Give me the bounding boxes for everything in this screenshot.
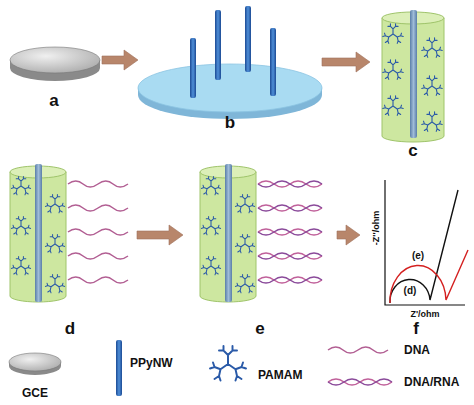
dna-strand xyxy=(68,253,128,259)
dna-strand xyxy=(68,205,128,211)
legend-text: PAMAM xyxy=(258,368,302,382)
dendrimer-symbol xyxy=(201,216,220,234)
duplex-strand xyxy=(258,253,322,259)
dendrimer-symbol xyxy=(422,76,442,96)
duplex-strand xyxy=(258,229,322,235)
dna-strand xyxy=(68,181,128,187)
duplex-strand xyxy=(258,229,322,235)
dendrimer-symbol xyxy=(235,274,254,292)
legend-dna xyxy=(328,347,388,353)
nanowire-rod xyxy=(245,6,251,72)
dendrimer-symbol xyxy=(235,194,254,212)
dendrimer-symbol xyxy=(45,194,64,212)
nanowire-rod xyxy=(270,28,276,96)
dendrimer-symbol xyxy=(422,38,442,58)
dendrimer-symbol xyxy=(45,274,64,292)
axis-label: -Z''/ohm xyxy=(371,211,382,245)
legend-text: PPyNW xyxy=(130,356,173,370)
dendrimer-symbol xyxy=(201,176,220,194)
dendrimer-symbol xyxy=(235,234,254,252)
duplex-strand xyxy=(258,205,322,211)
step-arrow xyxy=(322,52,370,72)
nanowire-core xyxy=(225,164,232,302)
step-letter: e xyxy=(255,320,264,338)
curve-label: (e) xyxy=(412,250,424,262)
nanowire-core xyxy=(410,10,417,138)
dendrimer-symbol xyxy=(11,176,30,194)
dendrimer-symbol xyxy=(422,112,442,132)
step-arrow xyxy=(137,225,183,245)
legend-text: GCE xyxy=(22,386,48,400)
electrode-face xyxy=(10,47,100,73)
dendrimer-symbol xyxy=(201,256,220,274)
legend-text: DNA/RNA xyxy=(404,375,459,389)
step-letter: b xyxy=(225,114,235,132)
impedance-curve xyxy=(390,250,468,303)
axis-label: Z'/ohm xyxy=(410,309,439,320)
dendrimer-symbol xyxy=(45,234,64,252)
dendrimer-symbol xyxy=(11,216,30,234)
legend-nanowire xyxy=(116,340,122,396)
duplex-group xyxy=(258,181,322,283)
duplex-strand xyxy=(258,181,322,187)
step-letter: f xyxy=(413,320,419,338)
step-letter: a xyxy=(49,92,58,110)
nanowire-rod xyxy=(190,38,196,98)
legend-duplex xyxy=(328,379,392,385)
dendrimer-symbol xyxy=(383,60,403,80)
duplex-strand xyxy=(258,253,322,259)
impedance-curve xyxy=(390,190,458,303)
plot-axes xyxy=(385,180,465,305)
nanowire-rod xyxy=(215,10,221,80)
step-letter: c xyxy=(408,142,417,160)
legend-text: DNA xyxy=(404,343,430,357)
dna-strand xyxy=(68,229,128,235)
legend-duplex xyxy=(328,379,392,385)
legend-dendrimer xyxy=(210,346,246,381)
dna-strand xyxy=(68,277,128,283)
curve-label: (d) xyxy=(404,285,417,297)
step-panel: b xyxy=(140,2,320,132)
dendrimer-symbol xyxy=(11,256,30,274)
step-panel: e xyxy=(185,160,335,338)
step-panel: c xyxy=(372,2,454,160)
step-arrow xyxy=(102,50,138,70)
duplex-strand xyxy=(258,277,322,283)
step-panel: d xyxy=(5,160,135,338)
electrode-face xyxy=(138,64,322,112)
duplex-strand xyxy=(258,205,322,211)
step-letter: d xyxy=(65,320,75,338)
duplex-strand xyxy=(258,181,322,187)
step-panel: a xyxy=(8,30,100,110)
dna-strand-group xyxy=(68,181,128,283)
legend-electrode xyxy=(9,353,61,371)
step-arrow xyxy=(337,225,360,245)
dendrimer-symbol xyxy=(383,96,403,116)
nanowire-core xyxy=(35,164,42,302)
duplex-strand xyxy=(258,277,322,283)
dendrimer-symbol xyxy=(383,24,403,44)
